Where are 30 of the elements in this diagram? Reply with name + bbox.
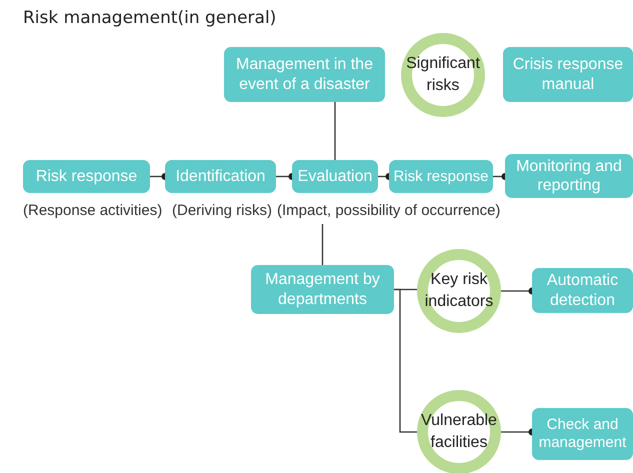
box-label: Monitoring and reporting	[515, 156, 623, 196]
box-label: Automatic detection	[546, 271, 620, 310]
caption-text: (Deriving risks)	[172, 202, 272, 219]
ring-label: Significant risks	[405, 54, 481, 96]
connector-line	[394, 288, 417, 433]
box-label: Identification	[176, 166, 266, 186]
box-label: Management in the event of a disaster	[235, 55, 374, 94]
process-box	[23, 160, 150, 193]
process-box	[292, 160, 378, 193]
process-box	[532, 408, 633, 460]
process-box	[503, 47, 633, 102]
box-label: Risk response	[393, 168, 489, 186]
connector-line	[322, 224, 324, 265]
connector-line	[334, 102, 336, 160]
ring-label: Vulnerable facilities	[420, 411, 498, 453]
ring-label: Key risk indicators	[424, 270, 494, 312]
box-label: Risk response	[36, 166, 138, 186]
process-box	[505, 154, 633, 198]
process-box	[251, 265, 394, 314]
box-label: Crisis response manual	[512, 55, 624, 94]
process-box	[389, 160, 493, 193]
box-label: Evaluation	[298, 166, 372, 186]
box-label: Management by departments	[264, 270, 381, 309]
process-box	[224, 47, 385, 102]
caption-text: (Impact, possibility of occurrence)	[277, 202, 500, 219]
caption-text: (Response activities)	[23, 202, 162, 219]
process-box	[532, 268, 633, 313]
box-label: Check and management	[538, 416, 628, 452]
diagram-title: Risk management(in general)	[23, 8, 276, 28]
process-box	[165, 160, 276, 193]
